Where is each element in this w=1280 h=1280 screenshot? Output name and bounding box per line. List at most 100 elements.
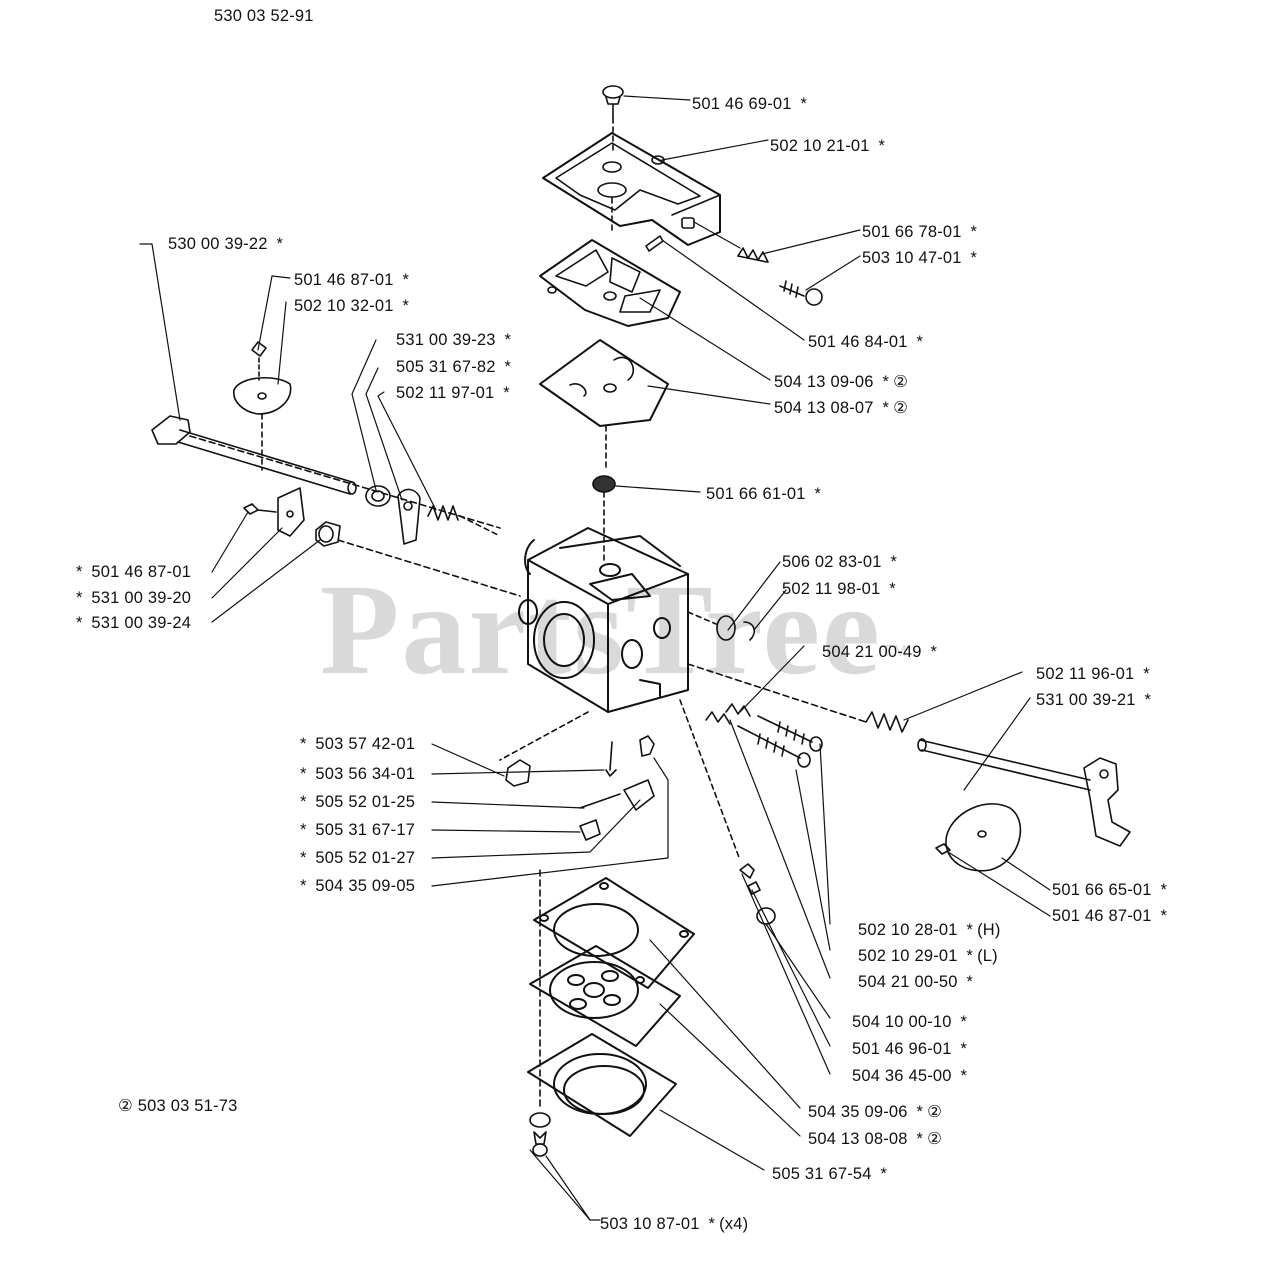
star-marker: *: [300, 735, 307, 753]
callout-501-46-84-01: 501 46 84-01 *: [808, 332, 927, 352]
callout-505-31-67-17: * 505 31 67-17: [296, 820, 415, 840]
metering-cover-part: [527, 1033, 677, 1137]
carburetor-body-part: [518, 527, 689, 713]
kit-symbol: ②: [118, 1097, 133, 1115]
leader-lines: [139, 95, 1051, 1221]
cover-screws-part: [529, 869, 551, 1157]
star-marker: *: [966, 973, 974, 991]
star-marker: *: [880, 1165, 888, 1183]
star-marker: *: [882, 399, 890, 417]
star-marker: *: [882, 373, 890, 391]
callout-501-66-61-01: 501 66 61-01 *: [706, 484, 825, 504]
part-number: 501 66 61-01: [706, 485, 806, 503]
top-screw-part: [602, 85, 624, 151]
star-marker: *: [814, 485, 822, 503]
callout-504-13-09-06: 504 13 09-06 *②: [774, 372, 908, 392]
star-marker: *: [300, 821, 307, 839]
star-marker: *: [1160, 907, 1168, 925]
choke-plate-part: [935, 803, 1022, 872]
callout-suffix: ②: [927, 1130, 943, 1148]
star-marker: *: [960, 1067, 968, 1085]
needle-springs-part: [705, 703, 751, 725]
callout-504-10-00-10: 504 10 00-10 *: [852, 1012, 971, 1032]
watermark-brand: PartsTree: [320, 558, 882, 702]
right-washer-part: [687, 611, 756, 641]
callout-501-46-87-01-right: 501 46 87-01 *: [1052, 906, 1171, 926]
inlet-screen-part: [592, 475, 616, 561]
callout-506-02-83-01: 506 02 83-01 *: [782, 552, 901, 572]
right-small-parts: [679, 699, 776, 925]
part-number: 501 66 65-01: [1052, 881, 1152, 899]
callout-suffix: (x4): [719, 1215, 749, 1233]
callout-505-31-67-54: 505 31 67-54 *: [772, 1164, 891, 1184]
part-number: 501 46 87-01: [1052, 907, 1152, 925]
part-number: 531 00 39-23: [396, 331, 496, 349]
callout-501-46-96-01: 501 46 96-01 *: [852, 1039, 971, 1059]
part-number: 504 13 08-08: [808, 1130, 908, 1148]
callout-502-10-32-01: 502 10 32-01 *: [294, 296, 413, 316]
callout-suffix: ②: [893, 399, 909, 417]
part-number: 503 56 34-01: [315, 765, 416, 783]
callout-502-10-29-01: 502 10 29-01 *(L): [858, 946, 998, 966]
callout-504-35-09-06: 504 35 09-06 *②: [808, 1102, 942, 1122]
left-washer-part: [365, 485, 391, 507]
callout-501-66-65-01: 501 66 65-01 *: [1052, 880, 1171, 900]
pump-cover-part: [542, 132, 721, 246]
star-marker: *: [504, 358, 512, 376]
part-number: 501 46 96-01: [852, 1040, 952, 1058]
idle-lever-part: [243, 487, 305, 537]
part-number: 505 52 01-25: [315, 793, 416, 811]
star-marker: *: [930, 643, 938, 661]
star-marker: *: [300, 765, 307, 783]
small-pin-part: [645, 235, 664, 252]
part-number: 502 10 32-01: [294, 297, 394, 315]
partstree-watermark: PartsTreeTM: [320, 560, 909, 700]
callout-504-36-45-00: 504 36 45-00 *: [852, 1066, 971, 1086]
part-number: 504 21 00-50: [858, 973, 958, 991]
callout-531-00-39-24: * 531 00 39-24: [72, 613, 191, 633]
part-number: 503 10 87-01: [600, 1215, 700, 1233]
adjust-screw-part: [779, 280, 823, 306]
needle-h-part: [757, 715, 823, 752]
part-number: 501 46 84-01: [808, 333, 908, 351]
callout-502-11-97-01: 502 11 97-01 *: [396, 383, 514, 403]
metering-gasket-part: [533, 877, 695, 989]
callout-504-21-00-49: 504 21 00-49 *: [822, 642, 941, 662]
part-number: 502 10 21-01: [770, 137, 870, 155]
part-number: 505 31 67-54: [772, 1165, 872, 1183]
callout-504-13-08-08: 504 13 08-08 *②: [808, 1129, 942, 1149]
part-number: 503 10 47-01: [862, 249, 962, 267]
callout-505-52-01-25: * 505 52 01-25: [296, 792, 415, 812]
part-number: 501 46 87-01: [294, 271, 394, 289]
callout-504-21-00-50: 504 21 00-50 *: [858, 972, 977, 992]
callout-503-10-87-01: 503 10 87-01 *(x4): [600, 1214, 748, 1234]
callout-suffix: ②: [893, 373, 909, 391]
callout-503-10-47-01: 503 10 47-01 *: [862, 248, 981, 268]
star-marker: *: [1143, 665, 1150, 683]
star-marker: *: [960, 1013, 968, 1031]
part-number: 531 00 39-21: [1036, 691, 1136, 709]
callout-suffix: (L): [977, 947, 998, 965]
callout-503-56-34-01: * 503 56 34-01: [296, 764, 415, 784]
part-number: 502 10 29-01: [858, 947, 958, 965]
part-number: 505 52 01-27: [315, 849, 416, 867]
part-number: 531 00 39-20: [91, 589, 192, 607]
callout-suffix: ②: [927, 1103, 943, 1121]
metering-diaphragm-part: [529, 945, 681, 1047]
kit-note: ② 503 03 51-73: [118, 1096, 237, 1116]
callout-suffix: (H): [977, 921, 1001, 939]
part-number: 504 35 09-05: [315, 877, 416, 895]
part-number: 503 57 42-01: [315, 735, 416, 753]
star-marker: *: [276, 235, 284, 253]
callout-502-11-98-01: 502 11 98-01 *: [782, 579, 900, 599]
choke-shaft-part: [917, 738, 1131, 847]
pump-diaphragm-part: [539, 339, 669, 471]
star-marker: *: [76, 589, 83, 607]
callout-501-46-69-01: 501 46 69-01 *: [692, 94, 811, 114]
callout-501-46-87-01-top: 501 46 87-01 *: [294, 270, 413, 290]
callout-502-10-21-01: 502 10 21-01 *: [770, 136, 889, 156]
assembly-number: 530 03 52-91: [214, 7, 314, 25]
part-number: 502 11 98-01: [782, 580, 881, 598]
star-marker: *: [1160, 881, 1168, 899]
callout-530-00-39-22: 530 00 39-22 *: [168, 234, 287, 254]
